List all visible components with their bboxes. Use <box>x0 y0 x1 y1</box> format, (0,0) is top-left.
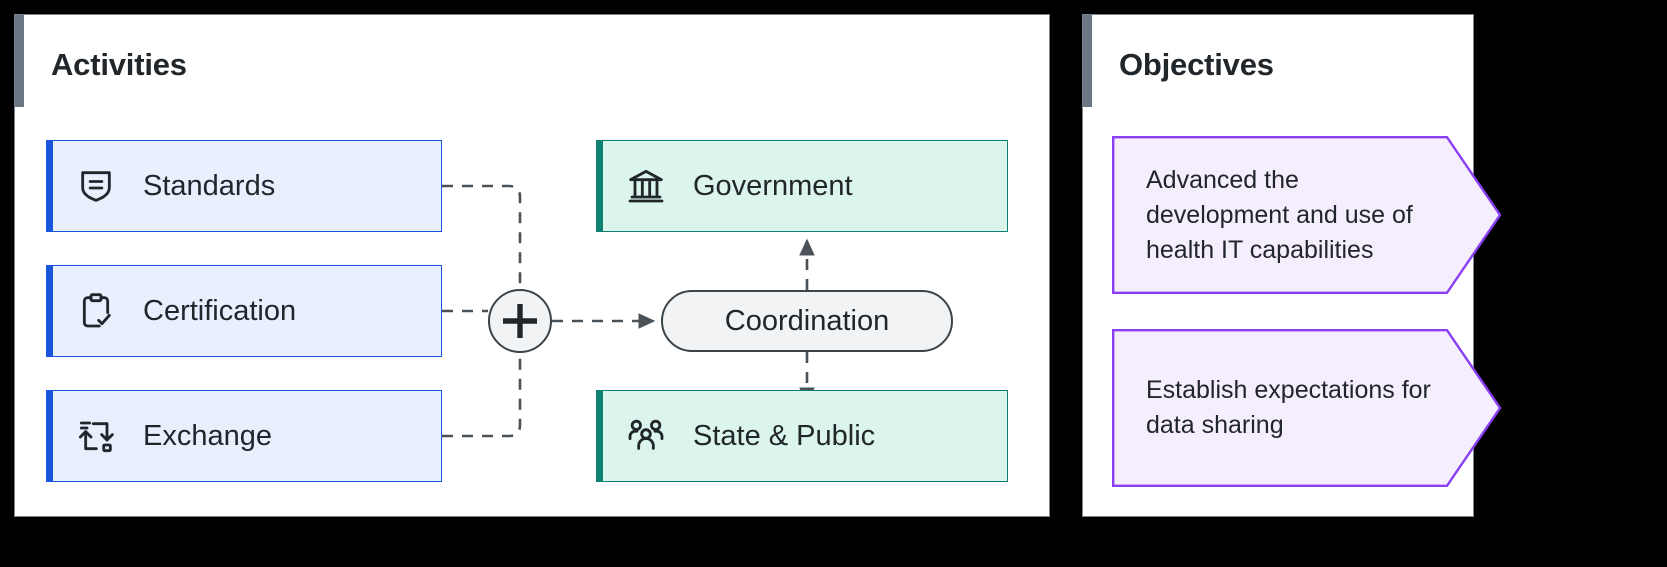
activity-card-label: Certification <box>143 294 297 327</box>
objective-chevron-0[interactable]: Advanced the development and use of heal… <box>1112 136 1502 294</box>
activity-card-exchange[interactable]: Exchange <box>46 390 442 482</box>
outcome-card-state-and-public[interactable]: State & Public <box>596 390 1008 482</box>
activities-panel: Activities <box>14 14 1050 517</box>
objective-chevron-1[interactable]: Establish expectations for data sharing <box>1112 329 1502 487</box>
objective-text: Establish expectations for data sharing <box>1146 376 1431 439</box>
data-exchange-icon <box>75 415 117 457</box>
outcome-card-label: Government <box>693 169 853 202</box>
coordination-label: Coordination <box>724 304 890 337</box>
outcome-card-label: State & Public <box>693 419 876 452</box>
objective-text: Advanced the development and use of heal… <box>1146 165 1413 264</box>
activities-panel-accent-bar <box>15 15 24 107</box>
activity-card-label: Exchange <box>143 419 272 452</box>
bank-building-icon <box>625 165 667 207</box>
outcome-card-government[interactable]: Government <box>596 140 1008 232</box>
chevron-shape <box>1112 136 1502 294</box>
clipboard-check-icon <box>75 290 117 332</box>
shield-document-icon <box>75 165 117 207</box>
activity-card-standards[interactable]: Standards <box>46 140 442 232</box>
objectives-panel-title: Objectives <box>1119 47 1274 82</box>
activity-card-label: Standards <box>143 169 276 202</box>
objectives-panel: Objectives Advanced the development and … <box>1082 14 1502 517</box>
coordination-node[interactable]: Coordination <box>661 290 953 352</box>
activities-panel-title: Activities <box>51 47 187 82</box>
chevron-shape <box>1112 329 1502 487</box>
plus-icon <box>503 304 537 338</box>
objectives-panel-accent-bar <box>1083 15 1092 107</box>
people-group-icon <box>625 415 667 457</box>
activity-card-certification[interactable]: Certification <box>46 265 442 357</box>
plus-junction-node[interactable] <box>488 289 552 353</box>
